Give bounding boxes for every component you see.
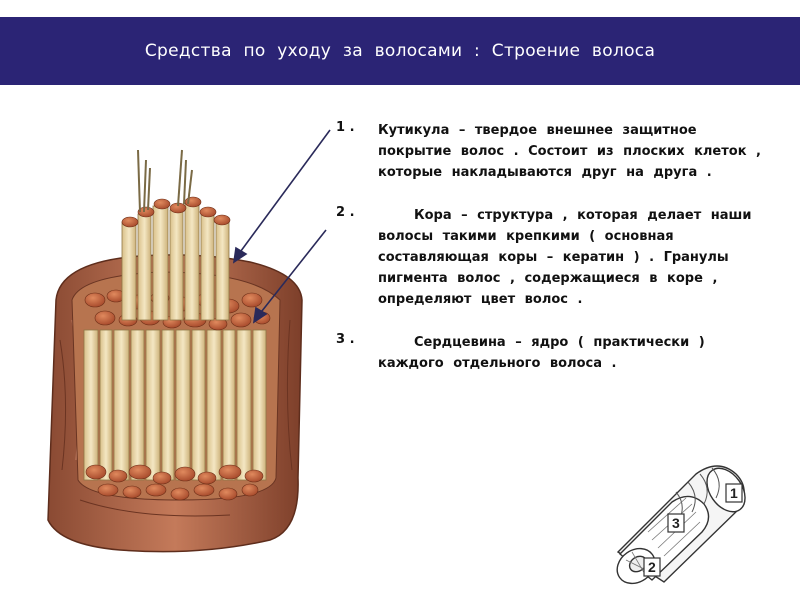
schematic-label-3: 3 bbox=[672, 515, 680, 531]
macrofibril-bundle bbox=[121, 196, 231, 321]
item-number: 3 . bbox=[336, 332, 355, 347]
title-bar: Средства по уходу за волосами : Строение… bbox=[0, 17, 800, 85]
pigment-granules-bottom bbox=[85, 464, 264, 501]
hair-schematic-drawing bbox=[616, 465, 746, 585]
protofibril-strands bbox=[137, 149, 193, 213]
list-item: 1 . Кутикула – твердое внешнее защитное … bbox=[336, 120, 776, 183]
item-number: 2 . bbox=[336, 205, 355, 220]
pointer-arrows bbox=[232, 129, 331, 324]
list-item: 2 . Кора – структура , которая делает на… bbox=[336, 205, 776, 310]
schematic-label-1: 1 bbox=[730, 485, 738, 501]
description-list: 1 . Кутикула – твердое внешнее защитное … bbox=[336, 120, 776, 396]
page-title: Средства по уходу за волосами : Строение… bbox=[144, 41, 656, 61]
item-text: Кутикула – твердое внешнее защитное покр… bbox=[378, 123, 761, 180]
item-text: Сердцевина – ядро ( практически ) каждог… bbox=[378, 335, 705, 371]
hair-schematic-diagram: 1 2 3 bbox=[608, 452, 760, 586]
item-number: 1 . bbox=[336, 120, 355, 135]
schematic-label-2: 2 bbox=[648, 559, 656, 575]
list-item: 3 . Сердцевина – ядро ( практически ) ка… bbox=[336, 332, 776, 374]
item-text: Кора – структура , которая делает наши в… bbox=[378, 208, 752, 307]
